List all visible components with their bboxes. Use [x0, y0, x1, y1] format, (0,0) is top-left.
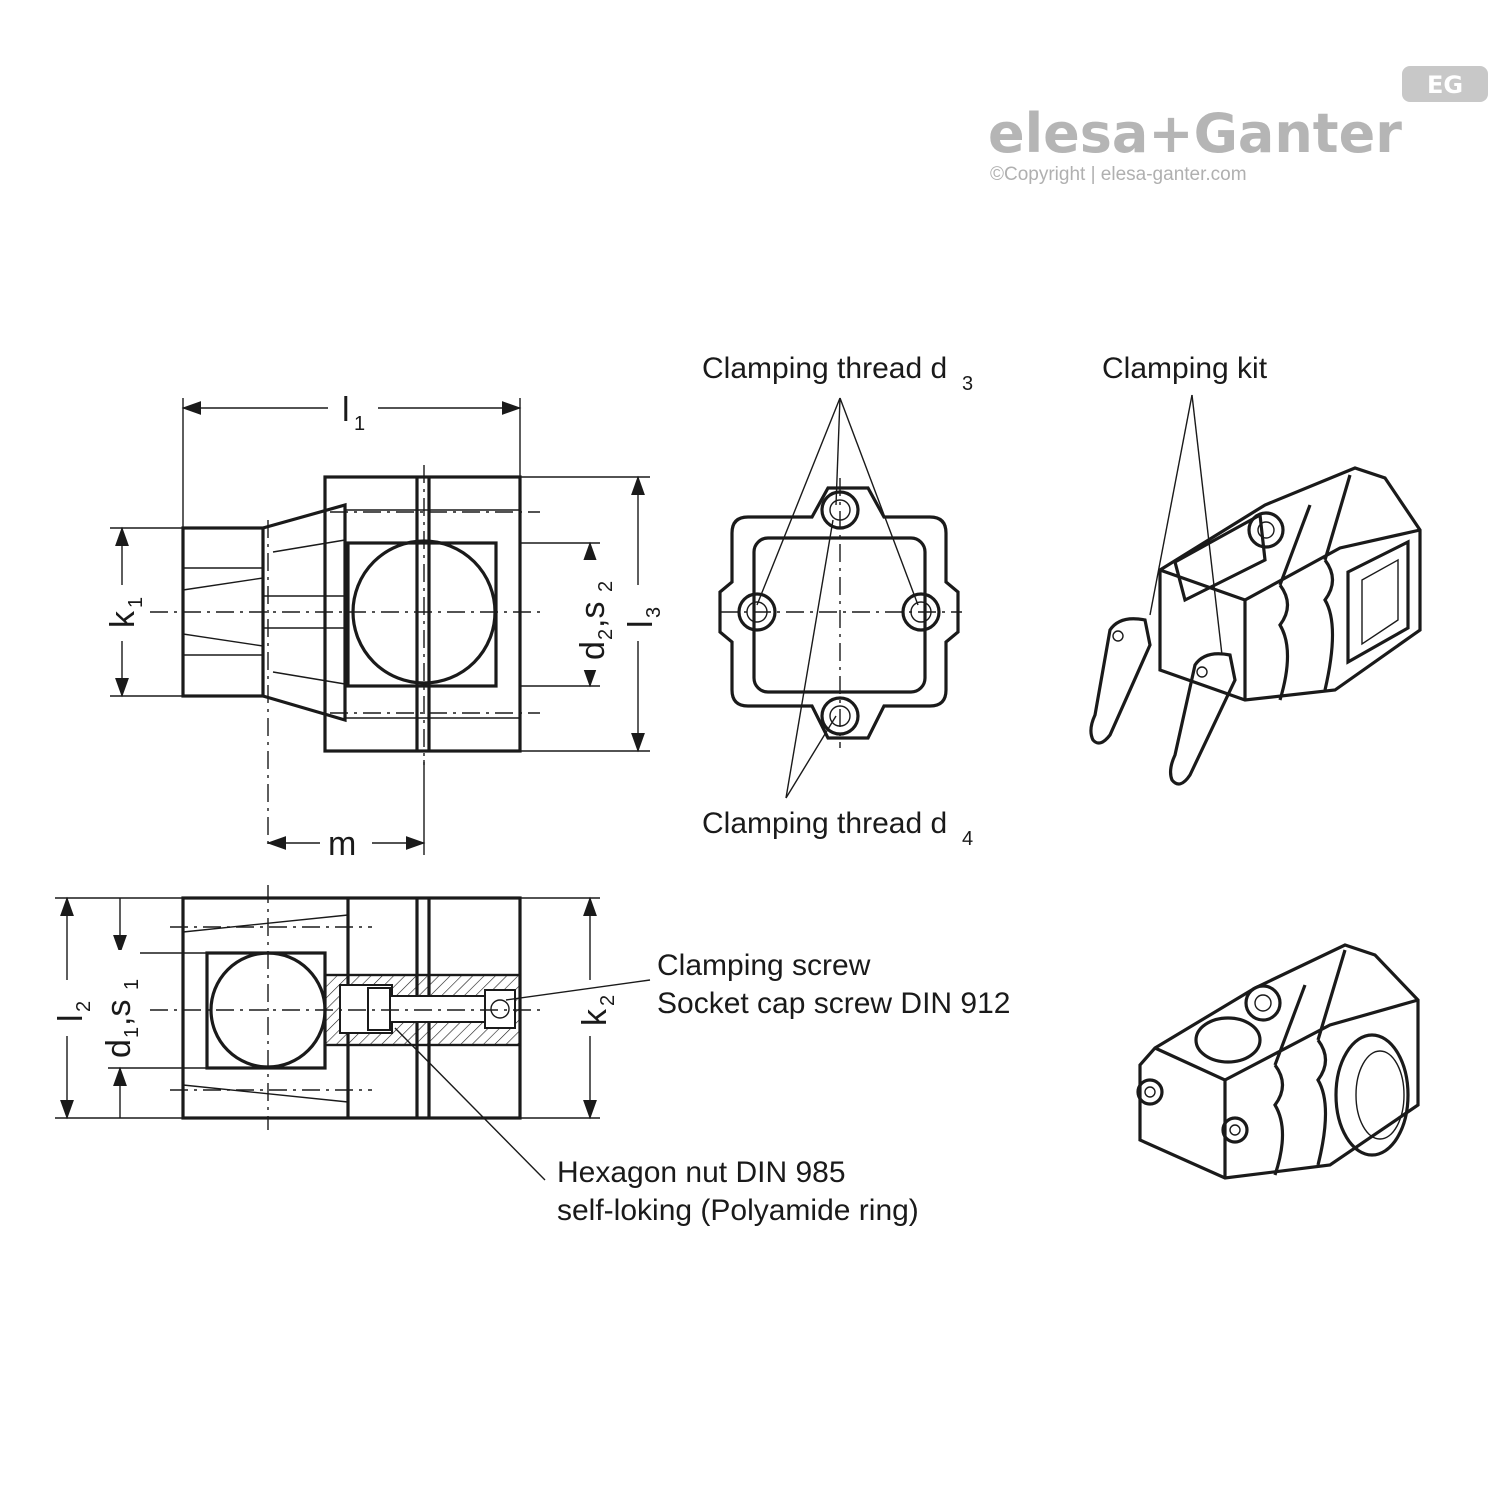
- label-clamping-thread-d3: Clamping thread d: [702, 352, 947, 385]
- front-view: [100, 392, 660, 861]
- dim-k2: k: [576, 1008, 614, 1026]
- dim-d2s2-mid: ,s: [574, 602, 612, 628]
- dim-k2-sub: 2: [597, 995, 619, 1006]
- label-socket-cap-screw: Socket cap screw DIN 912: [657, 987, 1010, 1020]
- label-self-locking: self-loking (Polyamide ring): [557, 1194, 919, 1227]
- label-clamping-screw: Clamping screw: [657, 949, 871, 982]
- eg-badge: [1402, 66, 1488, 102]
- side-view: [48, 885, 651, 1181]
- label-clamping-thread-d4: Clamping thread d: [702, 807, 947, 840]
- dim-d2s2-sub1: 2: [595, 629, 617, 640]
- dim-k1: k: [104, 610, 142, 628]
- eg-badge-text: EG: [1427, 71, 1463, 99]
- dim-d1s1-mid: ,s: [100, 1000, 138, 1026]
- dim-d2s2: d: [574, 641, 612, 660]
- dim-d2s2-sub2: 2: [595, 581, 617, 592]
- dim-m: m: [328, 825, 356, 863]
- label-clamping-thread-d4-sub: 4: [962, 828, 973, 850]
- label-clamping-thread-d3-sub: 3: [962, 373, 973, 395]
- dim-d1s1-sub2: 1: [121, 979, 143, 990]
- label-hexagon-nut: Hexagon nut DIN 985: [557, 1156, 846, 1189]
- brand-logo: EG elesa+Ganter ©Copyright | elesa-gante…: [988, 66, 1488, 185]
- dim-d1s1-sub1: 1: [121, 1027, 143, 1038]
- dim-l1-sub: 1: [354, 413, 365, 435]
- dim-l1: l: [342, 391, 350, 429]
- dim-l3-sub: 3: [643, 607, 665, 618]
- clamping-thread-view: [718, 397, 962, 799]
- label-clamping-kit: Clamping kit: [1102, 352, 1268, 385]
- dim-k1-sub: 1: [125, 597, 147, 608]
- brand-name: elesa+Ganter: [988, 102, 1402, 165]
- dim-l2-sub: 2: [73, 1001, 95, 1012]
- clamp-body-iso: [1136, 943, 1420, 1180]
- clamping-kit-iso: [1089, 394, 1422, 786]
- copyright-text: ©Copyright | elesa-ganter.com: [990, 164, 1247, 185]
- dim-l2: l: [52, 1014, 90, 1022]
- dim-d1s1: d: [100, 1039, 138, 1058]
- dim-l3: l: [622, 620, 660, 628]
